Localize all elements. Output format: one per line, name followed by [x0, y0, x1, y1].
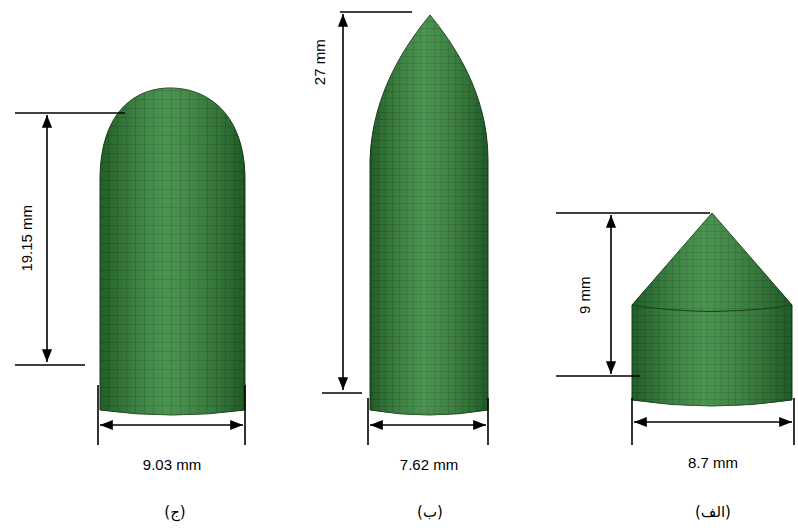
dimension-label: 7.62 mm — [400, 457, 458, 474]
dimension-lines — [15, 12, 794, 445]
dimension-label: 27 mm — [312, 39, 329, 85]
conical-projectile — [632, 213, 792, 406]
pointed-projectile — [370, 15, 488, 415]
dimension-label: 19.15 mm — [19, 205, 36, 272]
dimension-label: 8.7 mm — [688, 455, 738, 472]
dimension-label: 9.03 mm — [143, 457, 201, 474]
panel-label: (ب) — [417, 504, 443, 521]
panel-label: (الف) — [695, 504, 731, 521]
dimension-label: 9 mm — [577, 276, 594, 314]
round-nose-projectile — [100, 88, 245, 415]
panel-label: (ج) — [164, 504, 185, 521]
